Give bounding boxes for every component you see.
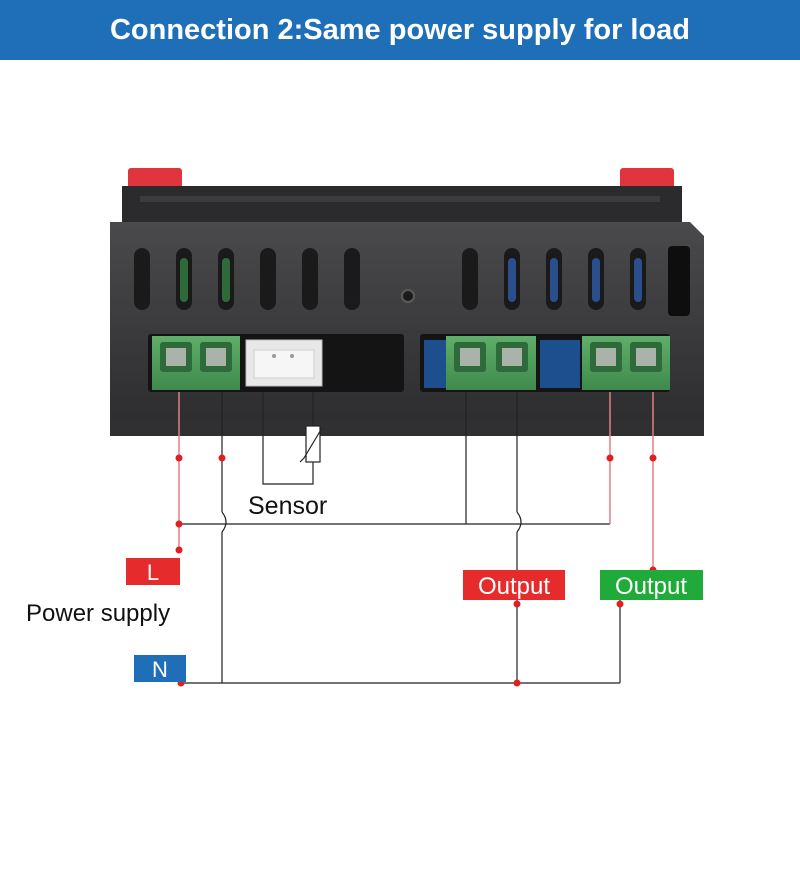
output-red-label: Output <box>478 573 550 600</box>
thermistor-symbol <box>299 425 323 463</box>
junction-dots <box>175 454 657 687</box>
terminal-block-output-1 <box>446 336 536 390</box>
neutral-tag-label: N <box>152 657 168 682</box>
output-red-tag: Output <box>463 570 565 600</box>
page-title: Connection 2:Same power supply for load <box>0 0 800 60</box>
live-tag-label: L <box>147 560 159 585</box>
sensor-label: Sensor <box>248 492 327 520</box>
output-green-label: Output <box>615 573 687 600</box>
sensor-connector <box>245 339 323 387</box>
screw-hole <box>401 289 415 303</box>
output-green-tag: Output <box>600 570 703 600</box>
terminal-block-output-2 <box>582 336 670 390</box>
live-tag: L <box>126 558 180 585</box>
terminal-block-power <box>152 336 240 390</box>
controller-device <box>110 168 704 436</box>
neutral-tag: N <box>134 655 186 682</box>
device-body <box>110 222 704 432</box>
vent-slots <box>134 246 690 316</box>
device-top-rail <box>122 186 682 226</box>
power-supply-label: Power supply <box>26 600 170 627</box>
